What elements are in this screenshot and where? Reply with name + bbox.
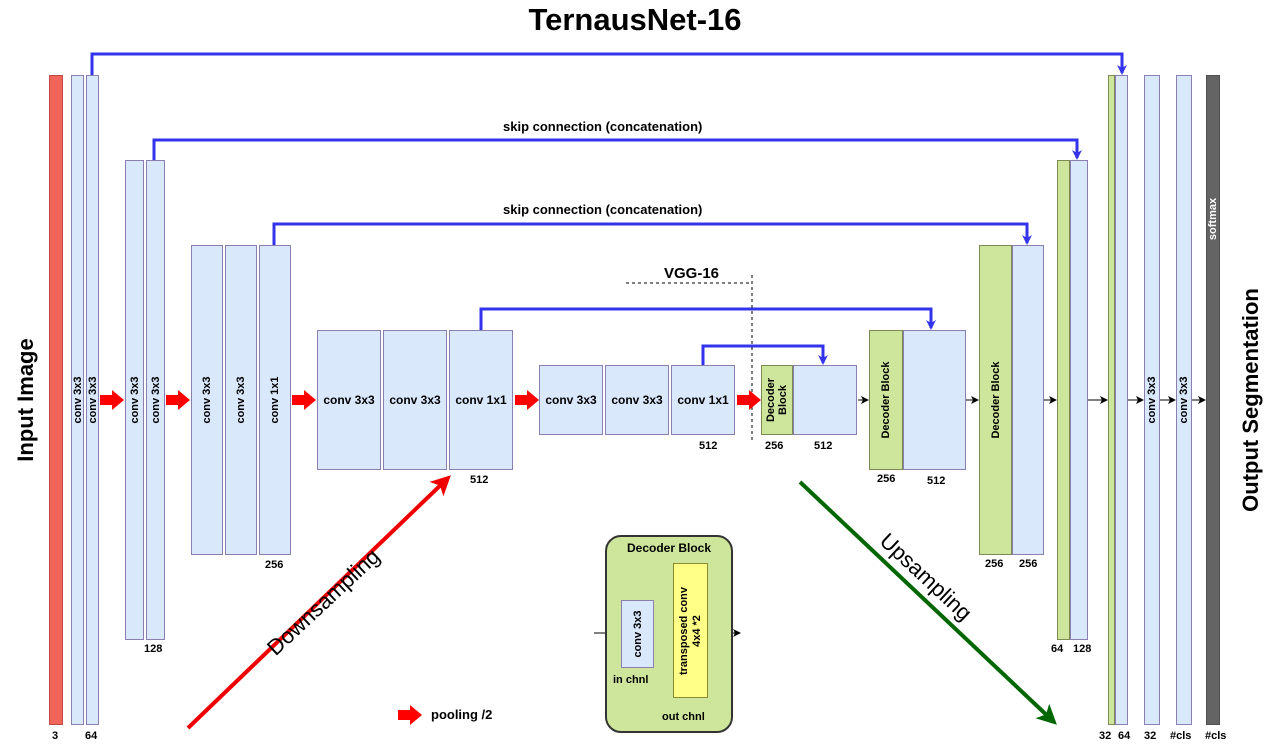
pooling-legend-label: pooling /2	[431, 707, 493, 722]
softmax-label: softmax	[1207, 197, 1219, 240]
enc1-conv-b: conv 3x3	[86, 75, 99, 725]
pool-arrow-5	[737, 390, 761, 410]
enc2-conv-a-label: conv 3x3	[128, 376, 141, 424]
enc5-conv-b: conv 3x3	[605, 365, 669, 435]
legend-out-channel: out chnl	[662, 711, 705, 723]
dec4-decoder-label: Decoder Block	[880, 361, 892, 439]
pooling-arrows	[100, 390, 761, 725]
final-conv-1-channels: 32	[1144, 730, 1157, 742]
final-conv-2: conv 3x3	[1176, 75, 1192, 725]
center-skip-block	[793, 365, 857, 435]
dec2-decoder-block	[1057, 160, 1070, 640]
skip-connection-3	[272, 222, 1032, 245]
enc4-conv-b: conv 3x3	[383, 330, 447, 470]
dec4-skip-channels: 512	[927, 475, 946, 487]
center-skip-channels: 512	[814, 440, 833, 452]
dec3-decoder-channels: 256	[985, 558, 1004, 570]
enc4-conv-c: conv 1x1	[449, 330, 513, 470]
legend-title: Decoder Block	[626, 541, 712, 555]
pool-arrow-4	[515, 390, 539, 410]
legend-transposed-detail: 4x4 *2	[690, 614, 703, 647]
dec2-skip-channels: 128	[1073, 643, 1092, 655]
enc4-conv-c-label: conv 1x1	[455, 393, 507, 407]
input-channels: 3	[52, 730, 59, 742]
enc5-conv-c: conv 1x1	[671, 365, 735, 435]
downsampling-arrow	[186, 475, 451, 730]
dec3-skip-channels: 256	[1019, 558, 1038, 570]
dec3-decoder-block: Decoder Block	[979, 245, 1012, 555]
enc2-conv-a: conv 3x3	[125, 160, 144, 640]
input-image-block	[49, 75, 63, 725]
output-segmentation-label: Output Segmentation	[1238, 288, 1263, 512]
dec4-skip-block	[903, 330, 966, 470]
enc5-conv-b-label: conv 3x3	[611, 393, 663, 407]
dec2-decoder-channels: 64	[1051, 643, 1064, 655]
vgg16-label: VGG-16	[664, 265, 720, 282]
enc3-conv-b: conv 3x3	[225, 245, 257, 555]
skip-label-3: skip connection (concatenation)	[503, 202, 703, 217]
dec1-decoder-block	[1108, 75, 1115, 725]
enc3-channels: 256	[265, 559, 284, 571]
enc2-channels: 128	[144, 643, 163, 655]
enc1-channels: 64	[85, 730, 98, 742]
final-conv-2-label: conv 3x3	[1178, 376, 1190, 424]
enc2-conv-b: conv 3x3	[146, 160, 165, 640]
skip-label-2: skip connection (concatenation)	[503, 119, 703, 134]
final-conv-2-channels: #cls	[1170, 730, 1192, 742]
dec4-decoder-block: Decoder Block	[869, 330, 903, 470]
pool-arrow-3	[292, 390, 316, 410]
dec2-skip-block	[1070, 160, 1088, 640]
enc5-channels: 512	[699, 440, 718, 452]
legend-transposed-text: transposed conv	[677, 586, 690, 675]
legend-in-channel: in chnl	[613, 674, 649, 686]
final-conv-1: conv 3x3	[1144, 75, 1160, 725]
dec4-decoder-channels: 256	[877, 473, 896, 485]
center-decoder-block: Decoder Block	[761, 365, 793, 435]
enc4-channels: 512	[470, 474, 489, 486]
input-image-label: Input Image	[13, 338, 38, 462]
final-conv-1-label: conv 3x3	[1146, 376, 1158, 424]
enc1-conv-b-label: conv 3x3	[86, 376, 99, 424]
enc3-conv-a: conv 3x3	[191, 245, 223, 555]
enc3-conv-a-label: conv 3x3	[201, 376, 213, 424]
dec3-skip-block	[1012, 245, 1044, 555]
skip-connection-5	[701, 344, 828, 365]
upsampling-arrow	[798, 480, 1057, 725]
skip-connection-1	[90, 52, 1127, 75]
enc5-conv-c-label: conv 1x1	[677, 393, 729, 407]
pool-arrow-2	[166, 390, 190, 410]
dec3-decoder-label: Decoder Block	[989, 361, 1002, 439]
softmax-block: softmax	[1206, 75, 1220, 725]
pool-arrow-1	[100, 390, 124, 410]
dec1-decoder-channels: 32	[1099, 730, 1112, 742]
enc3-conv-b-label: conv 3x3	[235, 376, 247, 424]
diagram-title: TernausNet-16	[528, 2, 742, 37]
enc1-conv-a-label: conv 3x3	[71, 376, 84, 424]
enc3-conv-c: conv 1x1	[259, 245, 291, 555]
enc5-conv-a-label: conv 3x3	[545, 393, 597, 407]
center-decoder-channels: 256	[765, 440, 784, 452]
enc2-conv-b-label: conv 3x3	[149, 376, 162, 424]
enc4-conv-b-label: conv 3x3	[389, 393, 441, 407]
legend-conv-label: conv 3x3	[631, 610, 644, 658]
skip-connection-4	[479, 307, 936, 330]
pool-arrow-legend	[398, 705, 422, 725]
enc1-conv-a: conv 3x3	[71, 75, 84, 725]
legend-conv-block: conv 3x3	[621, 600, 654, 668]
softmax-channels: #cls	[1205, 730, 1227, 742]
skip-connection-2	[152, 138, 1082, 160]
enc4-conv-a-label: conv 3x3	[323, 393, 375, 407]
enc4-conv-a: conv 3x3	[317, 330, 381, 470]
center-decoder-label: Decoder Block	[765, 377, 789, 423]
enc3-conv-c-label: conv 1x1	[269, 376, 281, 424]
dec1-skip-channels: 64	[1118, 730, 1131, 742]
dec1-skip-block	[1115, 75, 1128, 725]
enc5-conv-a: conv 3x3	[539, 365, 603, 435]
